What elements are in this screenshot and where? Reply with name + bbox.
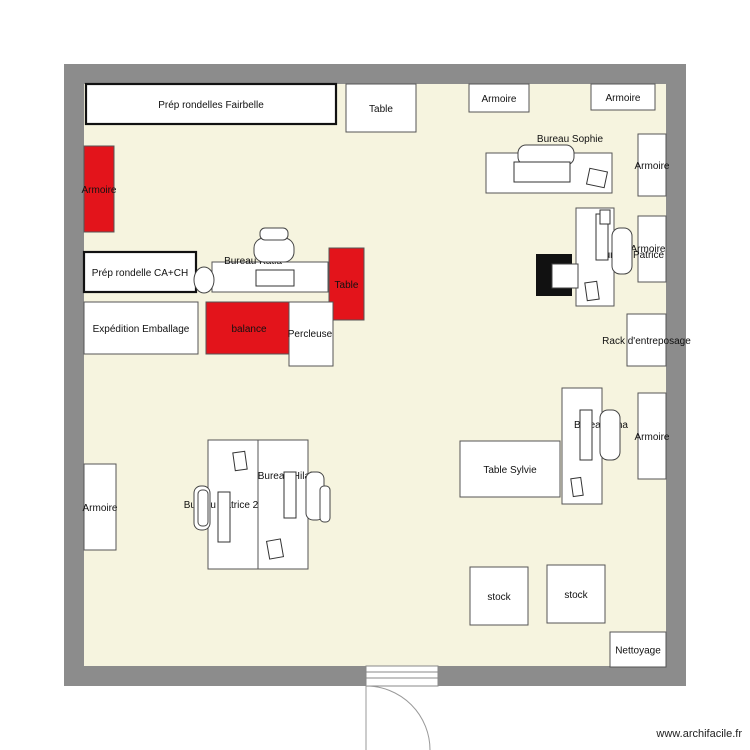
- room-shape[interactable]: [459, 440, 561, 498]
- room-shape[interactable]: [288, 301, 334, 367]
- room-rack[interactable]: Rack d'entreposage: [602, 313, 691, 367]
- printer-icon: [536, 254, 579, 296]
- room-balance[interactable]: balance: [205, 301, 293, 355]
- room-label: Table: [369, 104, 393, 115]
- door-opening: [365, 665, 439, 687]
- room-label: balance: [231, 324, 266, 335]
- room-armoire-right-2[interactable]: Armoire: [630, 215, 667, 283]
- room-shape[interactable]: [609, 631, 667, 668]
- room-table-sylvie[interactable]: Table Sylvie: [459, 440, 561, 498]
- room-label: Bureau Katia: [224, 256, 282, 267]
- room-shape[interactable]: [637, 392, 667, 480]
- room-shape[interactable]: [637, 133, 667, 197]
- room-label: Prép rondelle CA+CH: [92, 268, 188, 279]
- room-label: Armoire: [481, 94, 516, 105]
- room-shape[interactable]: [345, 83, 417, 133]
- room-label: Armoire: [634, 432, 669, 443]
- room-shape[interactable]: [590, 83, 656, 111]
- chair-icon: [193, 144, 633, 531]
- room-label: Prép rondelles Fairbelle: [158, 100, 264, 111]
- room-shape[interactable]: [546, 564, 606, 624]
- room-label: Nettoyage: [615, 646, 661, 657]
- document-icon: [232, 167, 611, 560]
- room-label: Bureau Sophie: [537, 134, 604, 145]
- room-label: Armoire: [81, 185, 116, 196]
- credit-text[interactable]: www.archifacile.fr: [656, 728, 742, 740]
- room-prep-fairbelle[interactable]: Prép rondelles Fairbelle: [84, 82, 338, 126]
- room-armoire-left-red[interactable]: Armoire: [81, 145, 117, 233]
- room-label: Armoire: [630, 244, 665, 255]
- room-stock-2[interactable]: stock: [546, 564, 606, 624]
- room-label: stock: [487, 592, 511, 603]
- room-shape[interactable]: [468, 83, 530, 113]
- room-armoire-top-1[interactable]: Armoire: [468, 83, 530, 113]
- keyboard-icon: [217, 161, 609, 543]
- room-shape[interactable]: [328, 247, 365, 321]
- room-shape[interactable]: [257, 439, 309, 570]
- door-swing: [365, 685, 431, 750]
- room-expedition[interactable]: Expédition Emballage: [83, 301, 199, 355]
- room-label: Table Sylvie: [483, 465, 537, 476]
- room-armoire-left-bottom[interactable]: Armoire: [82, 463, 118, 551]
- room-shape[interactable]: [83, 301, 199, 355]
- room-label: Rack d'entreposage: [602, 336, 691, 347]
- room-armoire-right-3[interactable]: Armoire: [634, 392, 670, 480]
- room-shape[interactable]: [469, 566, 529, 626]
- room-shape[interactable]: [205, 301, 293, 355]
- room-shape[interactable]: [83, 463, 117, 551]
- room-label: stock: [564, 590, 588, 601]
- room-armoire-top-2[interactable]: Armoire: [590, 83, 656, 111]
- room-prep-ca-ch[interactable]: Prép rondelle CA+CH: [82, 250, 198, 294]
- room-table-top[interactable]: Table: [345, 83, 417, 133]
- room-label: Table: [335, 280, 359, 291]
- room-percleuse[interactable]: Percleuse: [288, 301, 334, 367]
- room-label: Armoire: [605, 93, 640, 104]
- room-nettoyage[interactable]: Nettoyage: [609, 631, 667, 668]
- room-table-red[interactable]: Table: [328, 247, 365, 321]
- room-armoire-right-1[interactable]: Armoire: [634, 133, 670, 197]
- room-stock-1[interactable]: stock: [469, 566, 529, 626]
- room-label: Armoire: [82, 503, 117, 514]
- room-shape[interactable]: [82, 250, 198, 294]
- room-shape[interactable]: [84, 82, 338, 126]
- room-shape[interactable]: [83, 145, 115, 233]
- room-shape[interactable]: [207, 439, 259, 570]
- room-shape[interactable]: [637, 215, 667, 283]
- room-label: Expédition Emballage: [93, 324, 190, 335]
- lamp-icon: [193, 266, 215, 294]
- room-label: Percleuse: [288, 329, 333, 340]
- room-label: Armoire: [634, 161, 669, 172]
- room-shape[interactable]: [626, 313, 667, 367]
